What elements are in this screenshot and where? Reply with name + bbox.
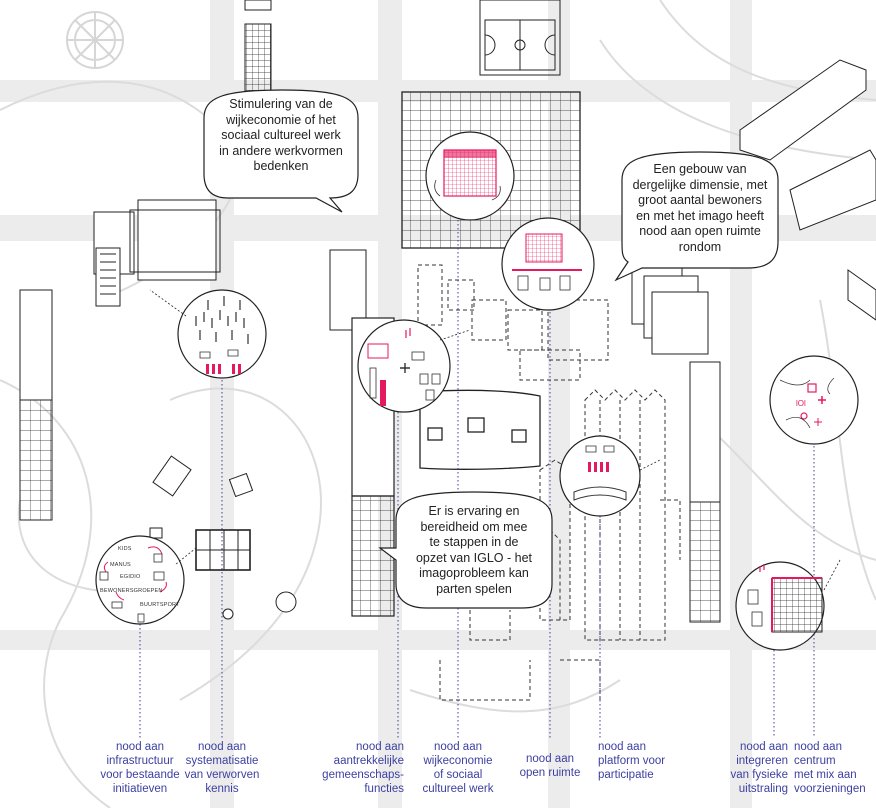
need-line: initiatieven (112, 783, 168, 795)
need-line: systematisatie (185, 755, 259, 767)
need-infrastructure: nood aan infrastructuur voor bestaande i… (80, 740, 200, 796)
speech-bubbles (203, 89, 779, 609)
need-economy: nood aan wijkeconomie of sociaal culture… (414, 740, 502, 796)
need-line: gemeenschaps- (322, 769, 404, 781)
bubble-line: te stappen in de (429, 535, 519, 549)
bubble-line: wijkeconomie of het (226, 112, 336, 127)
bubble-line: Er is ervaring en (428, 504, 520, 518)
svg-text:lOl: lOl (796, 399, 806, 408)
need-systematisation: nood aan systematisatie van verworven ke… (172, 740, 272, 796)
bubble-line: parten spelen (436, 581, 512, 596)
bubble-line: bereidheid om mee (420, 519, 528, 534)
right-buildings (631, 59, 876, 623)
circle-label-egidio: EGIDIO (120, 574, 141, 580)
need-line: integreren (736, 755, 788, 767)
need-line: nood aan (794, 741, 842, 753)
need-line: nood aan (356, 741, 404, 753)
need-line: centrum (794, 755, 836, 767)
need-line: participatie (598, 769, 654, 781)
need-centre: nood aan centrum met mix aan voorziening… (794, 740, 874, 796)
bubble-line: sociaal cultureel werk (221, 128, 341, 142)
sports-court (479, 0, 561, 76)
bubble-economy-text: Stimulering van de wijkeconomie of het s… (204, 97, 358, 175)
need-line: nood aan (740, 741, 788, 753)
circle-label-bewonersgroepen: BEWONERSGROEPEN (100, 588, 163, 594)
need-line: kennis (205, 783, 239, 795)
need-line: nood aan (198, 741, 246, 753)
need-line: open ruimte (519, 767, 581, 779)
need-community-functions: nood aan aantrekkelijke gemeenschaps- fu… (318, 740, 404, 796)
circle-appearance (735, 561, 825, 651)
need-line: functies (364, 783, 404, 795)
need-line: platform voor (598, 755, 666, 767)
circle-initiatives (95, 535, 185, 625)
need-line: uitstraling (738, 783, 788, 795)
need-line: voor bestaande (100, 769, 180, 781)
small-buildings (149, 455, 297, 620)
bubble-line: groot aantal bewoners (638, 193, 762, 207)
bubble-line: Een gebouw van (653, 162, 747, 176)
need-line: van verworven (184, 769, 260, 781)
circle-knowledge (177, 289, 267, 379)
circle-label-buurtsport: BUURTSPORT (140, 602, 180, 608)
bubble-iglo-text: Er is ervaring en bereidheid om mee te s… (396, 504, 552, 597)
need-line: wijkeconomie (423, 755, 493, 767)
need-line: cultureel werk (422, 783, 494, 795)
need-line: aantrekkelijke (333, 755, 404, 767)
circle-community (357, 319, 451, 413)
bubble-line: in andere werkvormen (219, 143, 343, 158)
need-line: nood aan (526, 753, 574, 765)
bubble-building-text: Een gebouw van dergelijke dimensie, met … (622, 162, 778, 255)
circle-centre: lOl (769, 355, 859, 445)
need-line: of sociaal (433, 769, 483, 781)
bubble-line: opzet van IGLO - het (415, 550, 533, 565)
house-block (419, 389, 541, 470)
need-line: met mix aan (794, 769, 857, 781)
circle-label-manus: MANUS (110, 562, 131, 568)
need-appearance: nood aan integreren van fysieke uitstral… (716, 740, 788, 796)
bubble-line: imagoprobleem kan (419, 566, 529, 580)
left-slab (19, 289, 53, 521)
need-line: voorzieningen (794, 783, 866, 795)
circle-label-kids: KIDS (118, 546, 132, 552)
need-open-space: nood aan open ruimte (506, 752, 594, 780)
circle-openspace (501, 217, 595, 311)
circle-participation (559, 435, 641, 517)
need-line: nood aan (598, 741, 646, 753)
need-line: van fysieke (730, 769, 788, 781)
bubble-line: dergelijke dimensie, met (632, 177, 768, 192)
bubble-line: rondom (678, 239, 722, 254)
bubble-line: Stimulering van de (229, 97, 333, 111)
bubble-line: bedenken (253, 159, 309, 173)
need-line: nood aan (434, 741, 482, 753)
need-line: nood aan (116, 741, 164, 753)
circle-economy (425, 131, 515, 221)
left-building-cluster (93, 199, 221, 307)
bubble-line: en met het imago heeft (636, 208, 764, 223)
tower-top (244, 0, 272, 97)
bubble-line: nood aan open ruimte (639, 224, 761, 238)
need-line: infrastructuur (106, 755, 174, 767)
connector-lines (149, 289, 841, 591)
need-platform: nood aan platform voor participatie (598, 740, 682, 782)
